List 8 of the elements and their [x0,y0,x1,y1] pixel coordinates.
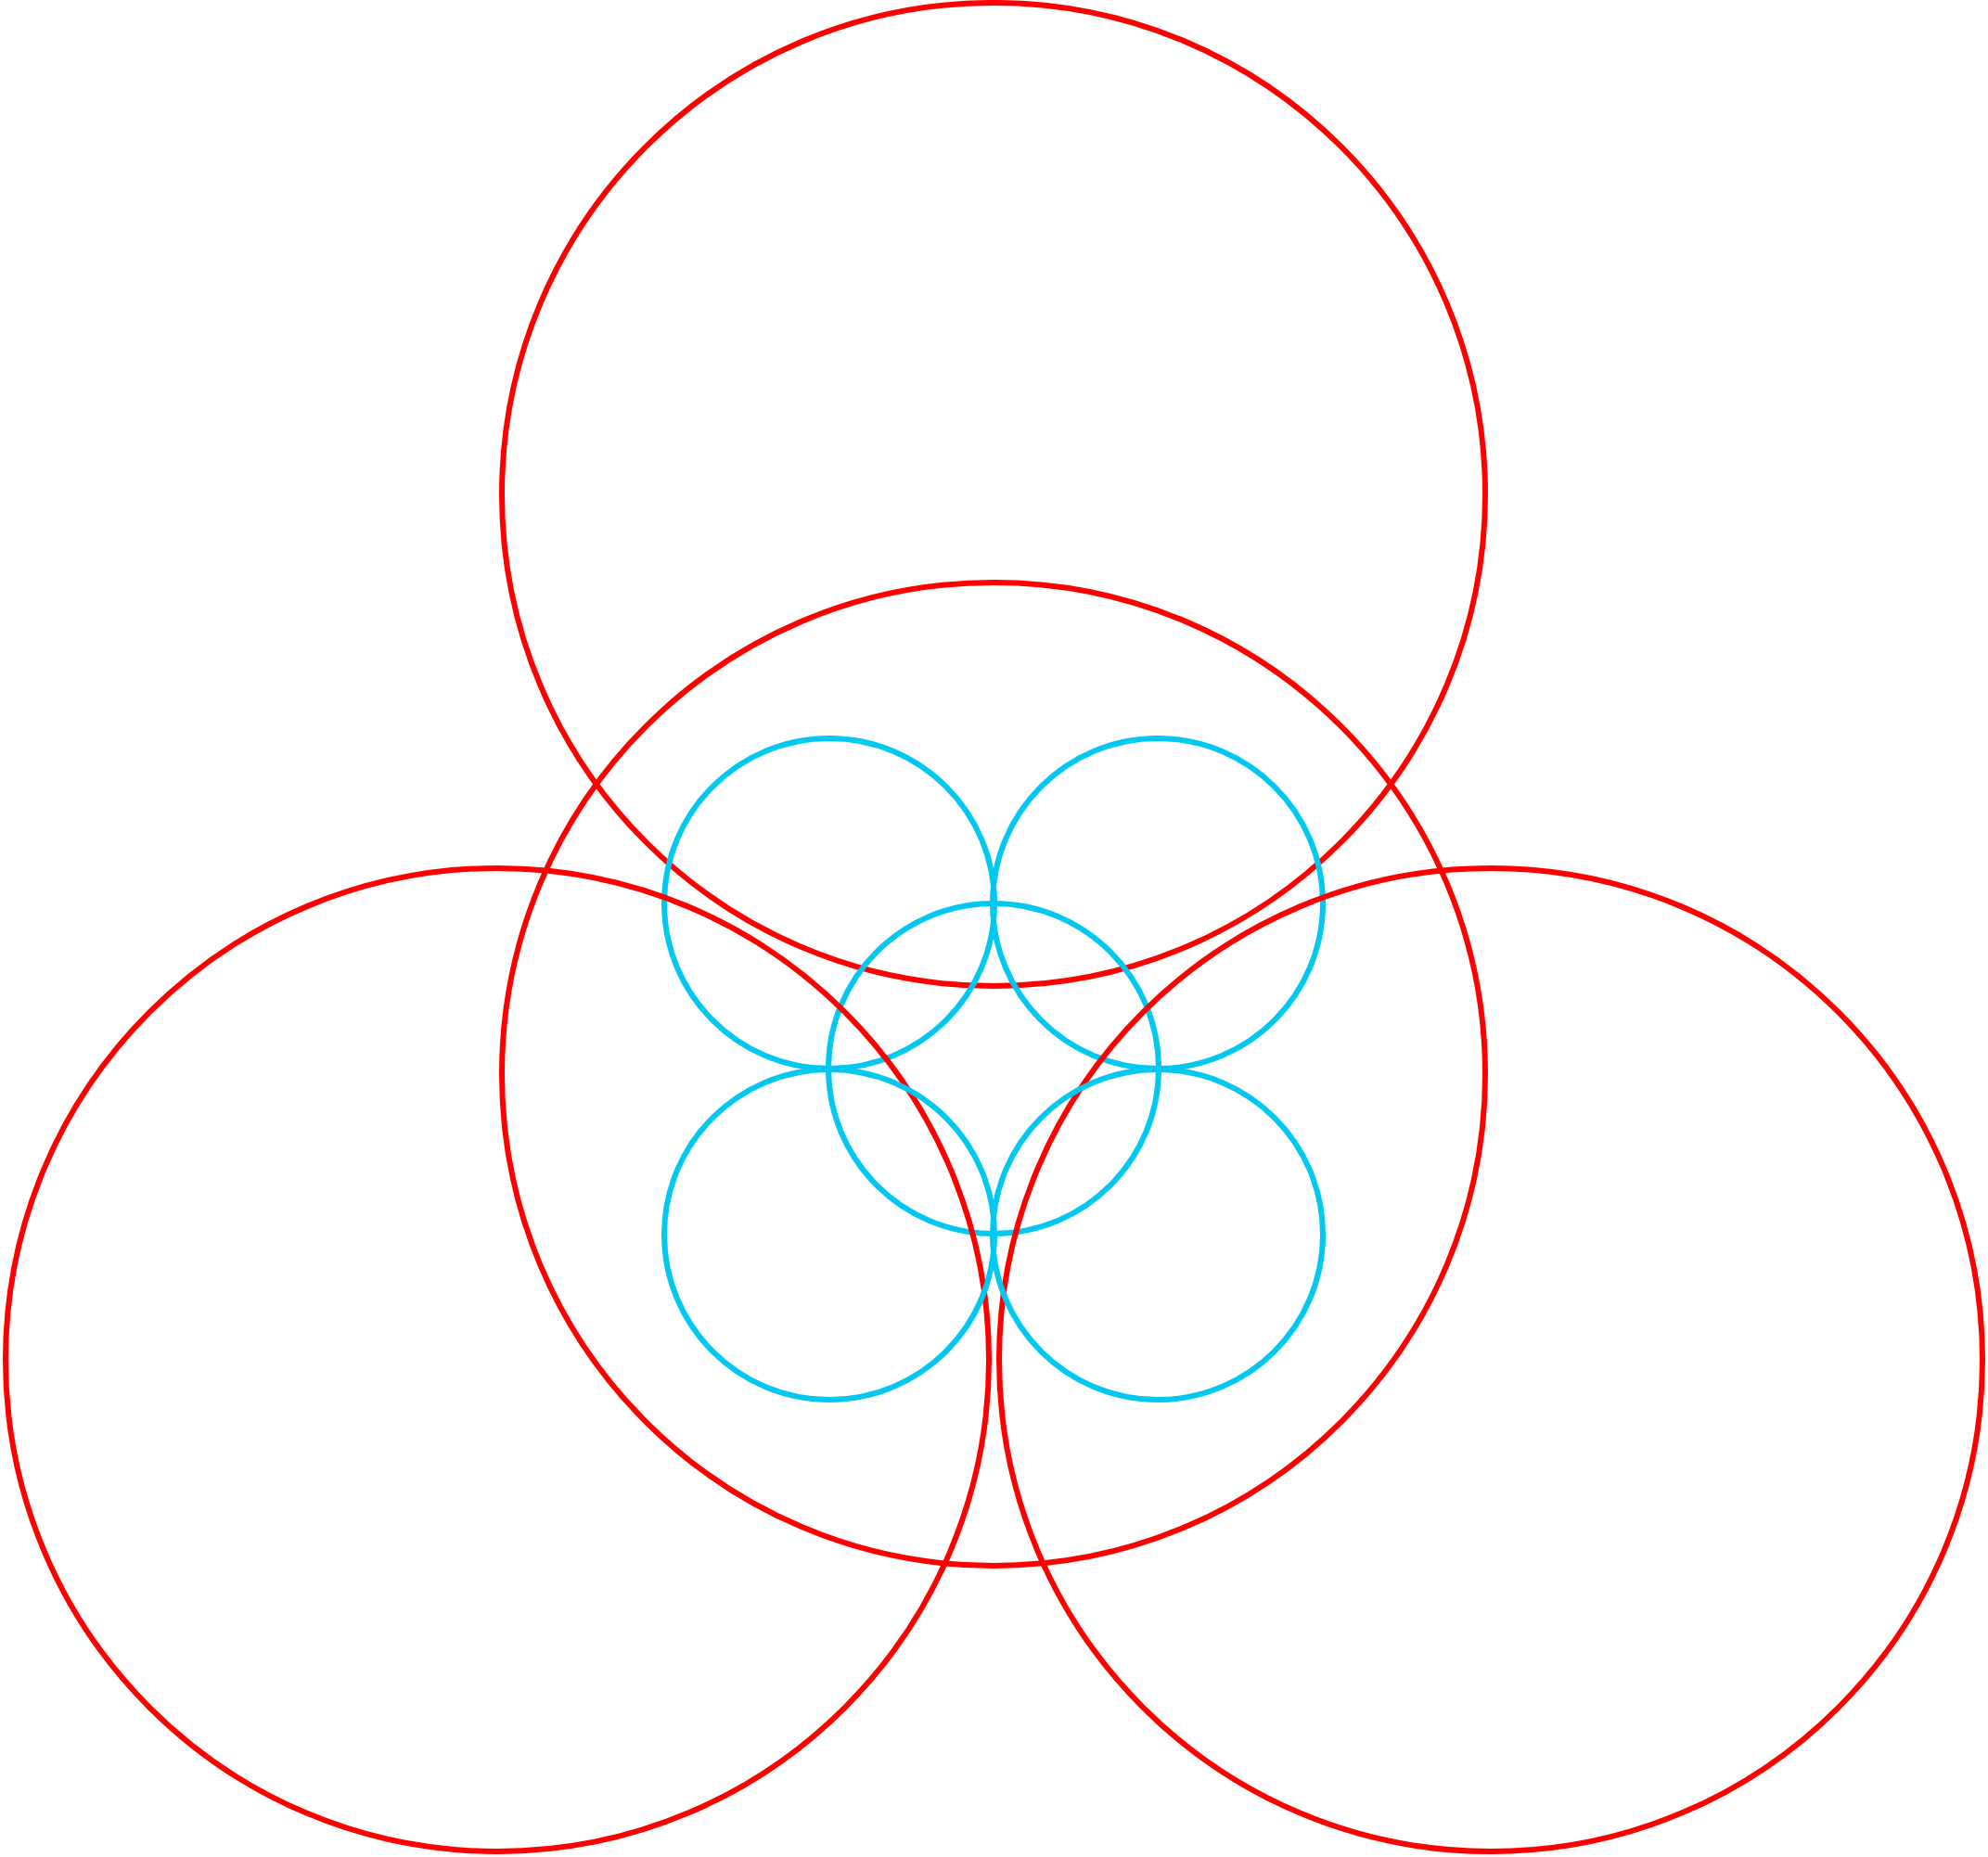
circle [996,865,1986,1854]
circle [661,1067,997,1402]
circle [990,736,1326,1071]
circle [826,901,1161,1236]
circle [499,0,1488,989]
circle [3,865,992,1854]
circle [661,736,997,1071]
circle [990,1067,1326,1402]
